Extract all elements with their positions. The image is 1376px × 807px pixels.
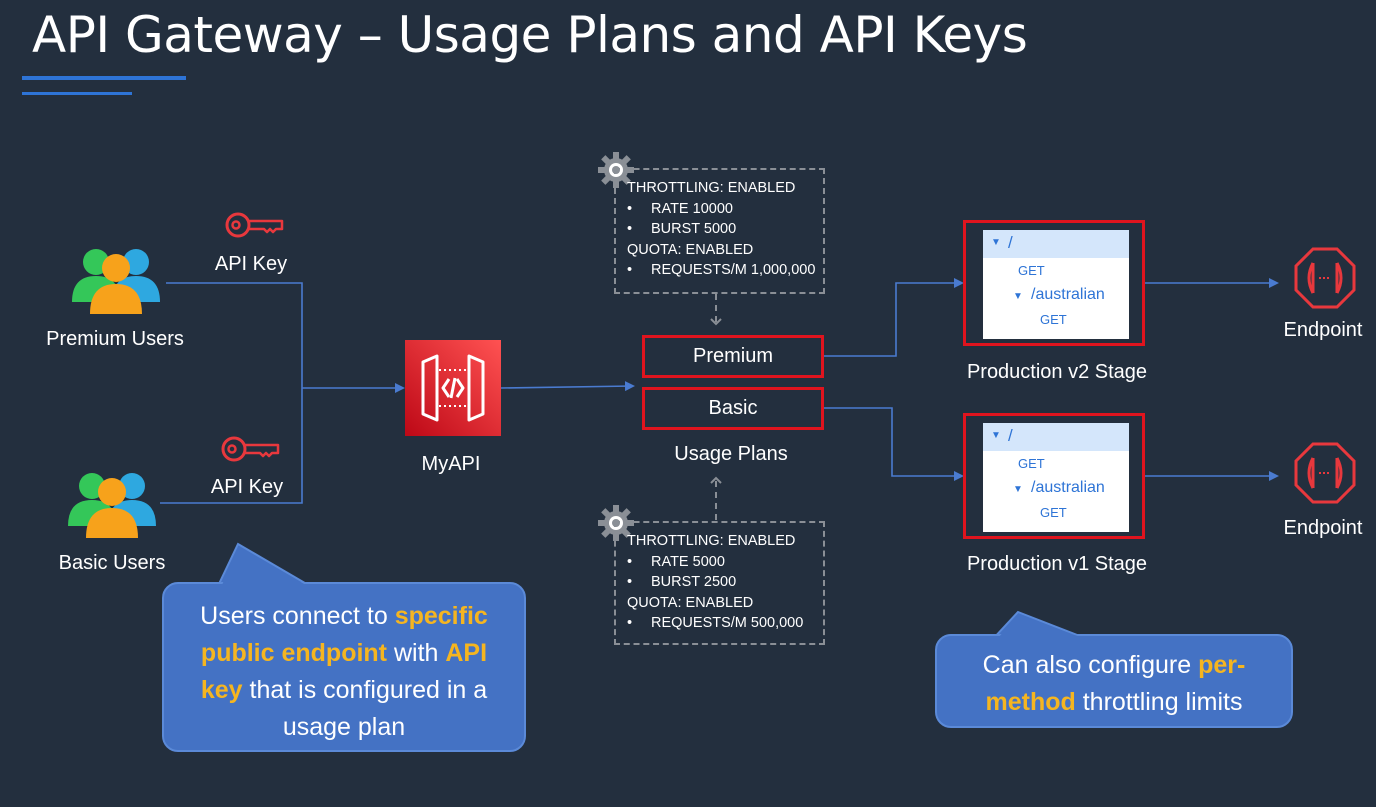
root-row [983, 230, 1129, 258]
root-row [983, 423, 1129, 451]
title-underline [22, 76, 186, 80]
get-method: GET [1018, 263, 1045, 278]
callout-pointer-fill [997, 615, 1086, 639]
requests-item: •REQUESTS/M 500,000 [627, 615, 804, 631]
basic-to-v1-arrow [824, 407, 964, 481]
left-callout: Users connect to specific public endpoin… [162, 582, 526, 752]
premium-api-key-label: API Key [214, 253, 288, 275]
australian-resource: /australian [1031, 286, 1105, 303]
premium-to-v2-arrow [824, 278, 964, 357]
caret-down-icon: ▼ [1013, 291, 1023, 302]
api-to-plans-arrow [500, 381, 635, 392]
callout-text: that is configured in a usage plan [242, 676, 488, 741]
premium-plan: Premium [642, 335, 824, 378]
endpoint-icon [1294, 247, 1356, 309]
rate-item: •RATE 10000 [627, 200, 733, 217]
endpoint-bottom-label: Endpoint [1283, 517, 1363, 539]
basic-users-icon [68, 473, 156, 538]
premium-users-icon [72, 249, 160, 314]
premium-users-label: Premium Users [46, 328, 184, 350]
production-v1-stage: ▼ / GET ▼ /australian GET [963, 413, 1145, 539]
production-v2-stage: ▼ / GET ▼ /australian GET [963, 220, 1145, 346]
gear-icon [598, 152, 634, 188]
callout-text: throttling limits [1075, 688, 1243, 716]
stage-v1-label: Production v1 Stage [966, 553, 1148, 575]
burst-item: •BURST 5000 [627, 221, 737, 237]
requests-item: •REQUESTS/M 1,000,000 [627, 262, 816, 278]
endpoint-top-label: Endpoint [1283, 319, 1363, 341]
basic-api-key-label: API Key [210, 476, 284, 498]
root-resource: / [1008, 233, 1013, 252]
basic-throttle-box: THROTTLING: ENABLED •RATE 5000 •BURST 25… [614, 521, 825, 645]
get-method: GET [1018, 456, 1045, 471]
stage-v2-label: Production v2 Stage [966, 361, 1148, 383]
basic-plan: Basic [642, 387, 824, 430]
callout-highlight: API key [200, 639, 488, 704]
basic-users-label: Basic Users [58, 552, 166, 574]
throttling-status: THROTTLING: ENABLED [627, 533, 796, 549]
page-title: API Gateway – Usage Plans and API Keys [32, 6, 1028, 64]
callout-highlight: per-method [985, 651, 1246, 716]
quota-status: QUOTA: ENABLED [627, 241, 754, 258]
get-method: GET [1040, 505, 1067, 520]
api-label: MyAPI [421, 453, 481, 475]
basic-key-icon [221, 436, 280, 462]
quota-status: QUOTA: ENABLED [627, 594, 754, 611]
australian-resource: /australian [1031, 479, 1105, 496]
premium-throttle-box: THROTTLING: ENABLED •RATE 10000 •BURST 5… [614, 168, 825, 294]
callout-text: Users connect to [200, 602, 395, 630]
callout-text: Can also configure [982, 651, 1199, 679]
throttling-status: THROTTLING: ENABLED [627, 180, 796, 196]
root-resource: / [1008, 426, 1013, 445]
caret-down-icon: ▼ [1013, 484, 1023, 495]
callout-highlight: specific public endpoint [200, 602, 488, 667]
get-method: GET [1040, 312, 1067, 327]
gear-icon [598, 505, 634, 541]
api-gateway-icon [405, 340, 501, 436]
usage-plans-label: Usage Plans [674, 443, 788, 465]
resource-tree: ▼ / GET ▼ /australian GET [983, 423, 1129, 532]
caret-down-icon: ▼ [991, 237, 1001, 248]
callout-pointer-fill [222, 547, 306, 585]
resource-tree: ▼ / GET ▼ /australian GET [983, 230, 1129, 339]
rate-item: •RATE 5000 [627, 553, 725, 570]
burst-item: •BURST 2500 [627, 574, 737, 590]
endpoint-icon [1294, 442, 1356, 504]
caret-down-icon: ▼ [991, 430, 1001, 441]
premium-key-icon [225, 212, 284, 238]
right-callout: Can also configure per-method throttling… [935, 634, 1293, 728]
callout-text: with [387, 639, 446, 667]
users-connector [160, 282, 303, 504]
title-underline-short [22, 92, 132, 95]
